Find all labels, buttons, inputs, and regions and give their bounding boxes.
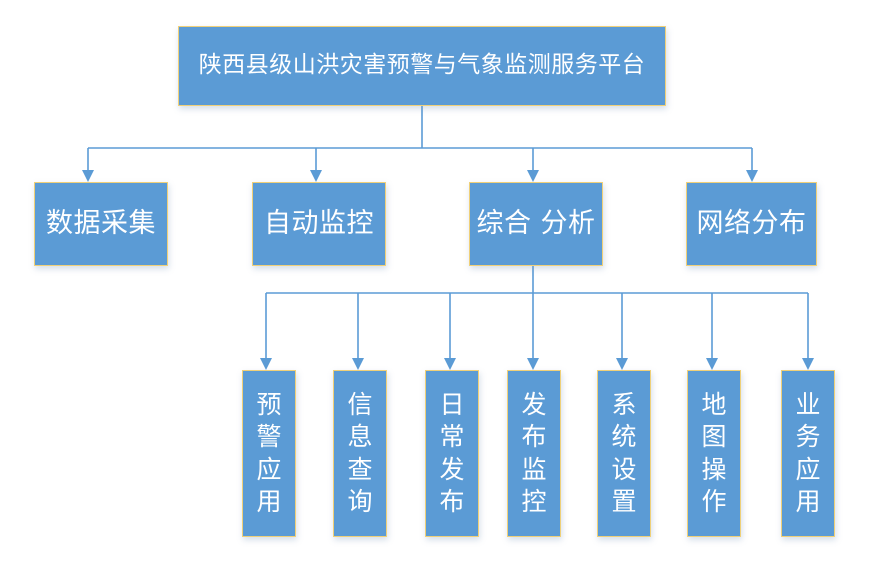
leaf-node-4-label: 系统设置 (611, 389, 637, 517)
level2-arrowhead-1 (310, 170, 322, 182)
leaf-node-1[interactable]: 信息查询 (333, 370, 387, 537)
leaf-node-2[interactable]: 日常发布 (425, 370, 479, 537)
level2-arrowhead-2 (527, 170, 539, 182)
root-node[interactable]: 陕西县级山洪灾害预警与气象监测服务平台 (178, 26, 666, 106)
leaf-node-5-label: 地图操作 (701, 389, 727, 517)
level2-arrowhead-0 (82, 170, 94, 182)
level2-node-2-label: 综合 分析 (476, 208, 596, 240)
root-node-label: 陕西县级山洪灾害预警与气象监测服务平台 (198, 52, 646, 79)
leaf-arrowhead-1 (352, 358, 364, 370)
leaf-node-3[interactable]: 发布监控 (507, 370, 561, 537)
level2-node-3-label: 网络分布 (696, 208, 807, 240)
leaf-node-6-label: 业务应用 (795, 389, 821, 517)
level2-arrowhead-3 (746, 170, 758, 182)
leaf-node-2-label: 日常发布 (439, 389, 465, 517)
leaf-arrowhead-0 (260, 358, 272, 370)
leaf-arrowhead-3 (527, 358, 539, 370)
level2-node-1[interactable]: 自动监控 (252, 182, 386, 266)
leaf-arrowhead-5 (706, 358, 718, 370)
leaf-node-5[interactable]: 地图操作 (687, 370, 741, 537)
leaf-node-6[interactable]: 业务应用 (781, 370, 835, 537)
level2-node-3[interactable]: 网络分布 (686, 182, 817, 266)
level2-node-1-label: 自动监控 (264, 208, 374, 240)
leaf-node-0[interactable]: 预警应用 (242, 370, 296, 537)
leaf-node-1-label: 信息查询 (347, 389, 373, 517)
leaf-node-4[interactable]: 系统设置 (597, 370, 651, 537)
leaf-arrowhead-2 (444, 358, 456, 370)
leaf-node-3-label: 发布监控 (521, 389, 547, 517)
leaf-arrowhead-4 (616, 358, 628, 370)
leaf-arrowhead-6 (802, 358, 814, 370)
level2-node-0-label: 数据采集 (46, 208, 156, 240)
level2-node-2[interactable]: 综合 分析 (469, 182, 603, 266)
leaf-node-0-label: 预警应用 (256, 389, 282, 517)
level2-node-0[interactable]: 数据采集 (34, 182, 168, 266)
